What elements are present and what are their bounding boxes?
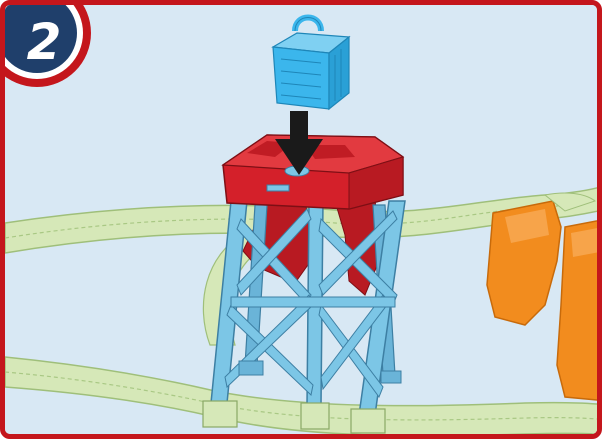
step-badge-ring: 2	[0, 0, 83, 79]
step-badge-disc: 2	[0, 0, 77, 73]
crane-foot-center	[301, 403, 329, 429]
assembly-illustration	[5, 5, 602, 439]
crane-foot-left	[203, 401, 237, 427]
crane-foot-right	[351, 409, 385, 433]
step-number: 2	[27, 17, 62, 67]
